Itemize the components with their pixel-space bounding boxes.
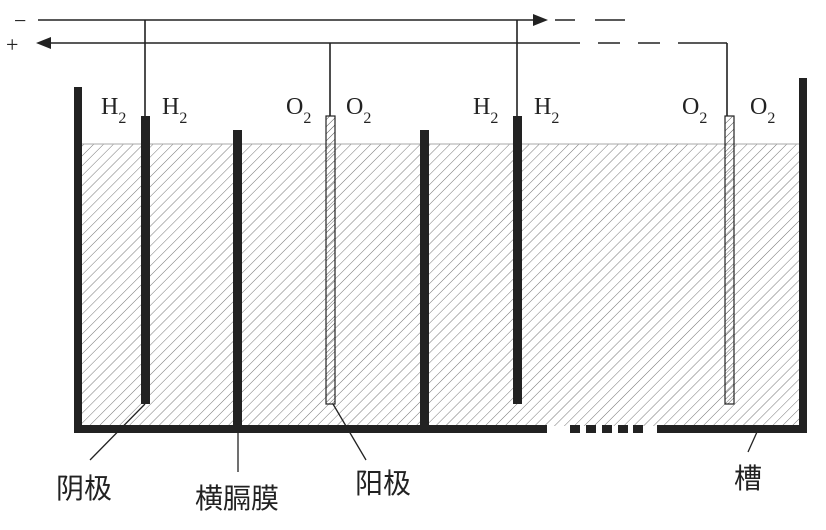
leader-lines [89,403,758,472]
positive-arrow-head [36,37,51,49]
anode-leader [332,403,367,461]
membrane-1 [233,130,242,426]
membrane-label: 横膈膜 [195,483,279,515]
gas-label-o2-3: O2 [682,94,707,127]
negative-wire [38,19,625,116]
negative-arrow-head [533,14,548,26]
gas-label-o2-4: O2 [750,94,775,127]
positive-sign: + [6,32,18,57]
tank-left-wall [74,87,82,433]
anode-2 [724,115,735,405]
electrolyte [82,144,800,426]
gas-label-o2-2: O2 [346,94,371,127]
cathode-label: 阴极 [56,473,112,505]
negative-sign: − [14,8,26,33]
gas-label-h2-2: H2 [162,94,187,127]
gas-label-h2-1: H2 [101,94,126,127]
gas-label-o2-1: O2 [286,94,311,127]
cathode-1 [141,116,150,404]
tank-right-wall [799,78,807,433]
gas-label-h2-4: H2 [534,94,559,127]
positive-wire [48,42,728,116]
gas-label-h2-3: H2 [473,94,498,127]
tank-leader [747,431,758,453]
tank-label: 槽 [734,463,762,495]
tank-bottom-break [570,425,643,433]
cathode-leader [89,403,146,461]
anode-label: 阳极 [355,468,411,500]
anode-1 [325,115,336,405]
tank-bottom-right [657,425,807,433]
membrane-2 [420,130,429,426]
cathode-2 [513,116,522,404]
tank-bottom-left [74,425,547,433]
